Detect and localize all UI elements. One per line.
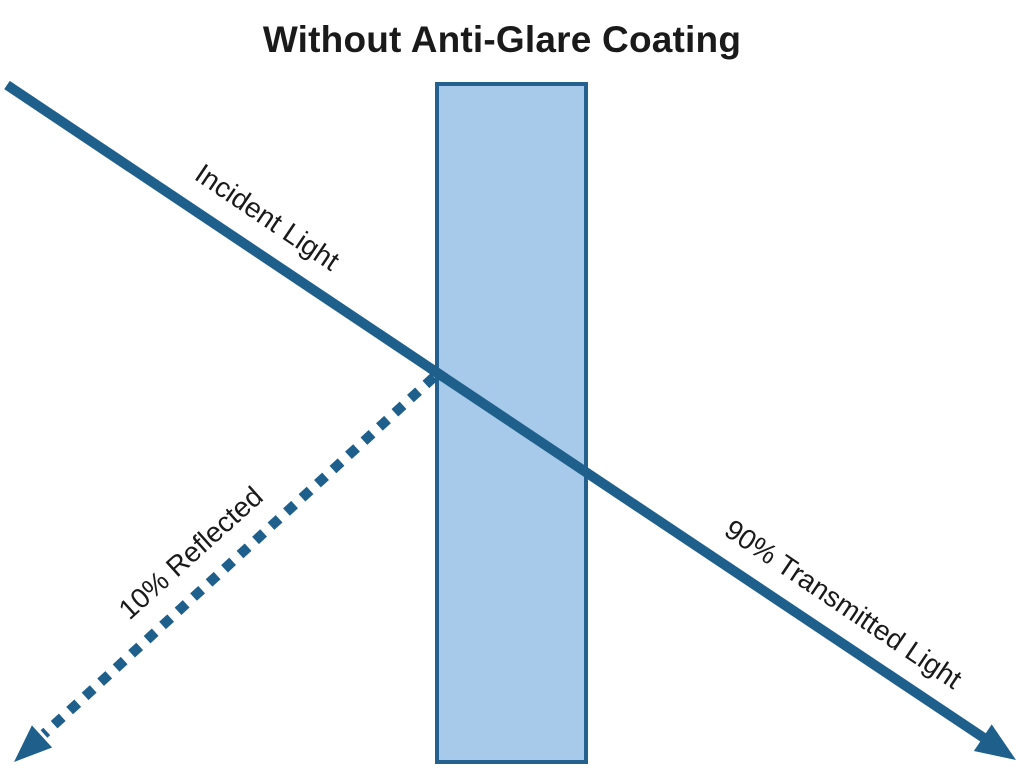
reflected-arrowhead-icon (14, 725, 53, 762)
reflected-ray (40, 373, 438, 738)
incident-ray (4, 80, 448, 383)
transmitted-light-label: 90% Transmitted Light (719, 513, 967, 695)
transmitted-arrowhead-icon (973, 724, 1016, 760)
diagram-title: Without Anti-Glare Coating (263, 19, 741, 60)
transmitted-ray (427, 363, 987, 743)
